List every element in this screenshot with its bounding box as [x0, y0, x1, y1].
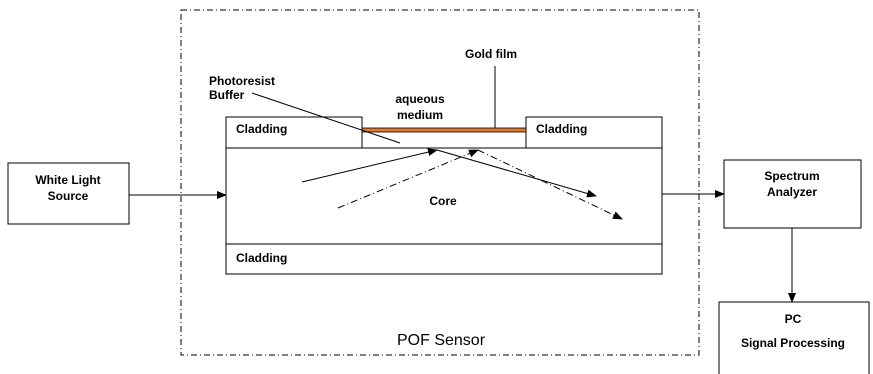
white-light-source-line2: Source	[48, 189, 89, 203]
solid-ray-out	[436, 149, 597, 198]
pc-box	[718, 301, 870, 374]
gold-film-label: Gold film	[465, 47, 517, 61]
aqueous-label-line1: aqueous	[395, 92, 445, 106]
pc-line2: Signal Processing	[741, 336, 845, 350]
spectrum-analyzer-box	[723, 159, 862, 229]
solid-ray-in	[301, 148, 438, 183]
photoresist-leader	[251, 92, 401, 144]
photoresist-label-line1: Photoresist	[209, 74, 275, 88]
gold-film	[361, 127, 527, 133]
spectrum-analyzer-line2: Analyzer	[767, 185, 817, 199]
aqueous-label-line2: medium	[397, 108, 443, 122]
pof-sensor-label: POF Sensor	[397, 332, 486, 349]
pof-sensor-boundary	[180, 9, 700, 356]
cladding-top-right	[525, 116, 663, 149]
dashdot-ray-in	[337, 149, 479, 209]
pc-line1: PC	[785, 312, 802, 326]
cladding-top-right-label: Cladding	[536, 122, 587, 136]
cladding-top-left-label: Cladding	[236, 122, 287, 136]
photoresist-label-line2: Buffer	[209, 88, 245, 102]
white-light-source-box	[7, 162, 130, 225]
core-label: Core	[429, 194, 457, 208]
white-light-source-line1: White Light	[35, 173, 100, 187]
spectrum-analyzer-line1: Spectrum	[764, 169, 819, 183]
cladding-bottom-label: Cladding	[236, 251, 287, 265]
cladding-bottom	[225, 243, 663, 275]
